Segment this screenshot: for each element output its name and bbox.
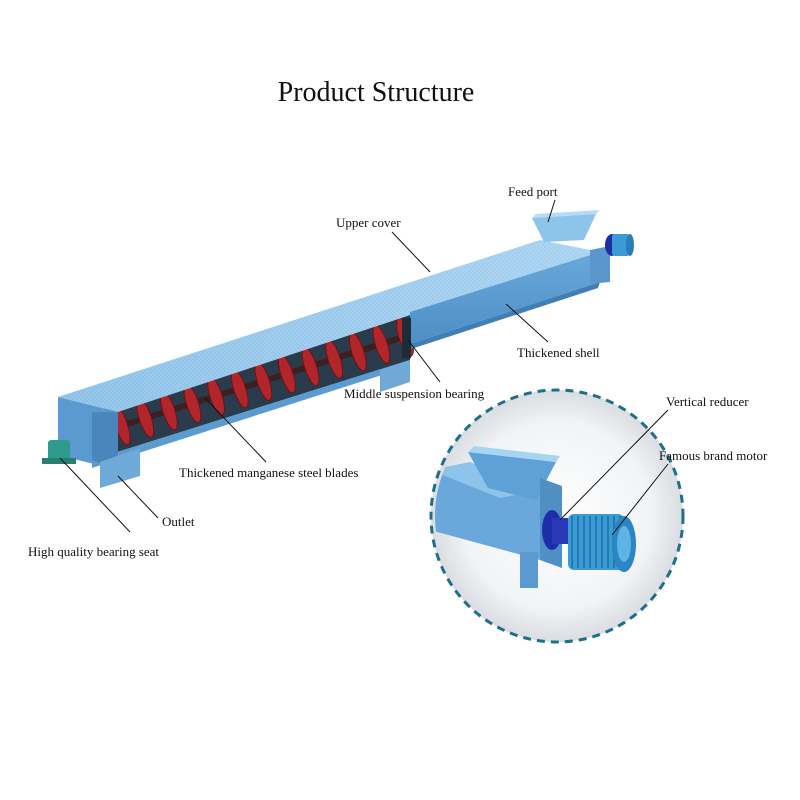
detail-reducer-body xyxy=(552,518,568,544)
label-upper-cover: Upper cover xyxy=(336,215,401,230)
feed-port-rim xyxy=(532,210,600,218)
detail-hopper xyxy=(468,452,556,500)
screw-conveyor xyxy=(42,210,634,488)
screw-blades xyxy=(89,317,414,453)
support-leg-middle xyxy=(380,360,410,392)
label-thickened-shell: Thickened shell xyxy=(517,345,600,360)
leader-motor xyxy=(611,463,669,536)
leader-bearing-seat xyxy=(59,457,131,533)
label-blades: Thickened manganese steel blades xyxy=(179,465,358,480)
bearing-seat xyxy=(48,440,70,462)
label-bearing-seat: High quality bearing seat xyxy=(28,544,159,559)
label-middle-suspension-bearing: Middle suspension bearing xyxy=(344,386,485,401)
detail-motor-cap xyxy=(617,526,631,562)
detail-leg xyxy=(520,552,538,588)
feed-port xyxy=(532,214,596,242)
thickened-shell xyxy=(410,252,600,344)
leader-lines xyxy=(59,199,669,536)
leader-middle-bearing xyxy=(407,339,441,383)
trough-lip xyxy=(92,360,410,468)
leader-upper-cover xyxy=(391,231,431,273)
shell-bottom xyxy=(408,282,600,350)
middle-suspension-bearing xyxy=(402,318,411,358)
motor-small xyxy=(612,234,630,256)
label-outlet: Outlet xyxy=(162,514,195,529)
leader-thickened-shell xyxy=(505,303,549,343)
left-end-inner xyxy=(92,412,118,470)
leader-outlet xyxy=(117,475,159,519)
support-leg-left xyxy=(100,448,140,488)
page-title: Product Structure xyxy=(278,77,475,108)
right-end-block xyxy=(590,246,610,284)
detail-zoom xyxy=(429,388,685,644)
motor-small-end xyxy=(626,234,634,256)
label-feed-port: Feed port xyxy=(508,184,558,199)
leader-blades xyxy=(204,397,267,463)
detail-circle-border xyxy=(429,388,685,644)
bearing-seat-base xyxy=(42,458,76,464)
label-vertical-reducer: Vertical reducer xyxy=(666,394,749,409)
label-famous-brand-motor: Famous brand motor xyxy=(659,448,768,463)
leader-feed-port xyxy=(547,199,556,223)
upper-cover-mesh xyxy=(58,240,600,412)
detail-hopper-rim xyxy=(468,446,560,462)
leader-vertical-reducer xyxy=(559,409,669,521)
